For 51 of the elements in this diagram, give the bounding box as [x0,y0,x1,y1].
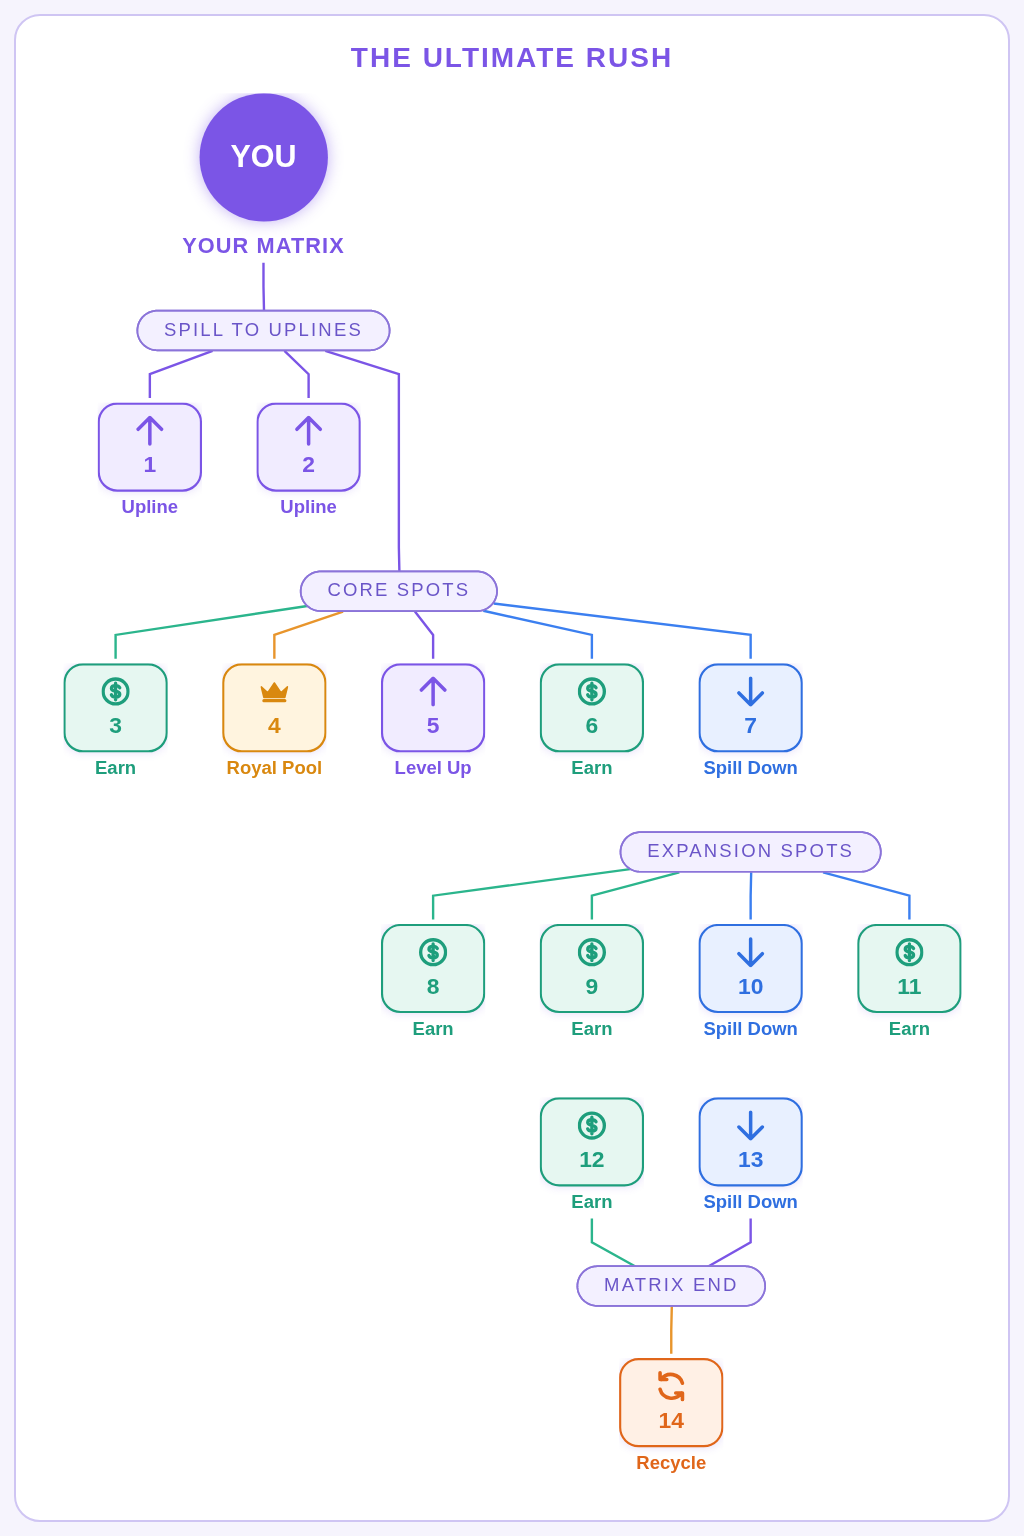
node-caption: Upline [279,497,337,520]
node-caption: Earn [412,1018,454,1041]
node-caption: Earn [888,1018,930,1041]
node-caption: Earn [570,1018,612,1041]
section-label: EXPANSION SPOTS [646,840,854,864]
node-caption: Level Up [394,757,472,780]
node-text: 1 [143,450,156,479]
node-text: 13 [737,1145,763,1173]
connector-line [590,871,680,920]
node-text: 10 [737,972,763,1000]
node-text: 7 [743,711,757,739]
connector-line [283,349,310,399]
connector-line [272,610,343,659]
node-text: 14 [658,1406,684,1434]
section-label: MATRIX END [603,1274,738,1298]
node-text: 11 [896,972,921,1000]
connector-line [431,868,630,920]
node-caption: Upline [121,497,178,520]
node-caption: Earn [570,1191,612,1215]
node-text: 2 [301,450,315,479]
node-text: 3 [108,711,122,739]
connector-line [590,1218,636,1268]
node-text: 12 [578,1145,605,1173]
node-caption: Earn [94,757,136,780]
connector-line [822,871,911,920]
connector-line [748,872,752,920]
connector-line [413,610,434,659]
connector-line [261,262,265,312]
connector-line [113,604,307,659]
section-label: SPILL TO UPLINES [163,319,363,342]
section-label: CORE SPOTS [326,580,470,603]
node-text: 5 [426,711,439,739]
connector-line [493,602,752,659]
node-text: YOU [230,139,296,176]
node-text: 9 [585,972,598,1000]
node-caption: Royal Pool [226,757,322,780]
connector-line [706,1218,752,1268]
node-caption: Spill Down [702,757,798,780]
node-caption: YOUR MATRIX [181,232,345,259]
node-caption: Recycle [635,1452,706,1475]
connector-line [324,349,401,572]
node-text: 6 [585,711,598,739]
title: THE ULTIMATE RUSH [350,42,674,74]
node-text: 4 [267,711,281,739]
connector-line [669,1306,673,1354]
connector-line [148,349,213,399]
connector-line [482,609,593,659]
node-caption: Spill Down [702,1191,798,1215]
node-caption: Earn [570,757,612,780]
node-text: 8 [426,972,439,1000]
node-caption: Spill Down [702,1018,798,1041]
